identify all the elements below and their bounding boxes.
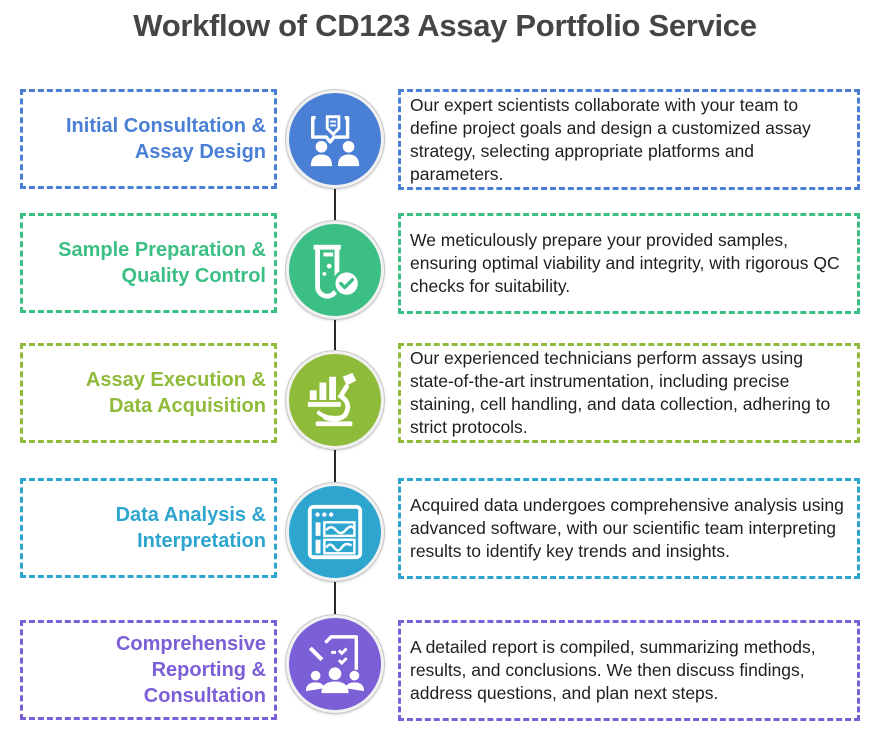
step-1-label-box: Initial Consultation & Assay Design — [20, 89, 277, 189]
step-4-label: Data Analysis & Interpretation — [116, 502, 266, 554]
step-5-label-line: Reporting & — [151, 659, 266, 681]
step-5-description-box: A detailed report is compiled, summarizi… — [398, 620, 860, 721]
step-4-description: Acquired data undergoes comprehensive an… — [410, 495, 844, 561]
step-2-label-line: Sample Preparation & — [58, 239, 266, 261]
step-3-label: Assay Execution & Data Acquisition — [86, 367, 266, 419]
data-dashboard-icon — [286, 483, 384, 581]
report-meeting-icon — [286, 615, 384, 713]
step-2-description: We meticulously prepare your provided sa… — [410, 230, 840, 296]
step-5-label-box: Comprehensive Reporting & Consultation — [20, 620, 277, 720]
step-1-label: Initial Consultation & Assay Design — [66, 113, 266, 165]
step-3-description-box: Our experienced technicians perform assa… — [398, 343, 860, 443]
step-4-description-box: Acquired data undergoes comprehensive an… — [398, 478, 860, 579]
step-1-label-line: Initial Consultation & — [66, 115, 266, 137]
consultation-icon — [286, 90, 384, 188]
step-4-label-box: Data Analysis & Interpretation — [20, 478, 277, 578]
step-1-description-box: Our expert scientists collaborate with y… — [398, 89, 860, 190]
step-4-label-line: Interpretation — [137, 530, 266, 552]
step-2-label: Sample Preparation & Quality Control — [58, 237, 266, 289]
microscope-chart-icon — [286, 351, 384, 449]
step-3-label-line: Data Acquisition — [108, 395, 266, 417]
step-5-label-line: Comprehensive — [115, 633, 266, 655]
step-2-description-box: We meticulously prepare your provided sa… — [398, 213, 860, 314]
step-2-label-box: Sample Preparation & Quality Control — [20, 213, 277, 313]
step-5-label: Comprehensive Reporting & Consultation — [116, 631, 266, 709]
step-5-description: A detailed report is compiled, summarizi… — [410, 637, 816, 703]
step-1-label-line: Assay Design — [134, 141, 266, 163]
step-3-label-box: Assay Execution & Data Acquisition — [20, 343, 277, 443]
step-5-label-line: Consultation — [143, 685, 266, 707]
diagram-title: Workflow of CD123 Assay Portfolio Servic… — [133, 8, 757, 43]
step-1-description: Our expert scientists collaborate with y… — [410, 94, 811, 184]
step-2-label-line: Quality Control — [121, 265, 266, 287]
step-3-label-line: Assay Execution & — [85, 369, 266, 391]
test-tube-check-icon — [286, 221, 384, 319]
step-3-description: Our experienced technicians perform assa… — [410, 348, 831, 437]
step-4-label-line: Data Analysis & — [115, 504, 266, 526]
